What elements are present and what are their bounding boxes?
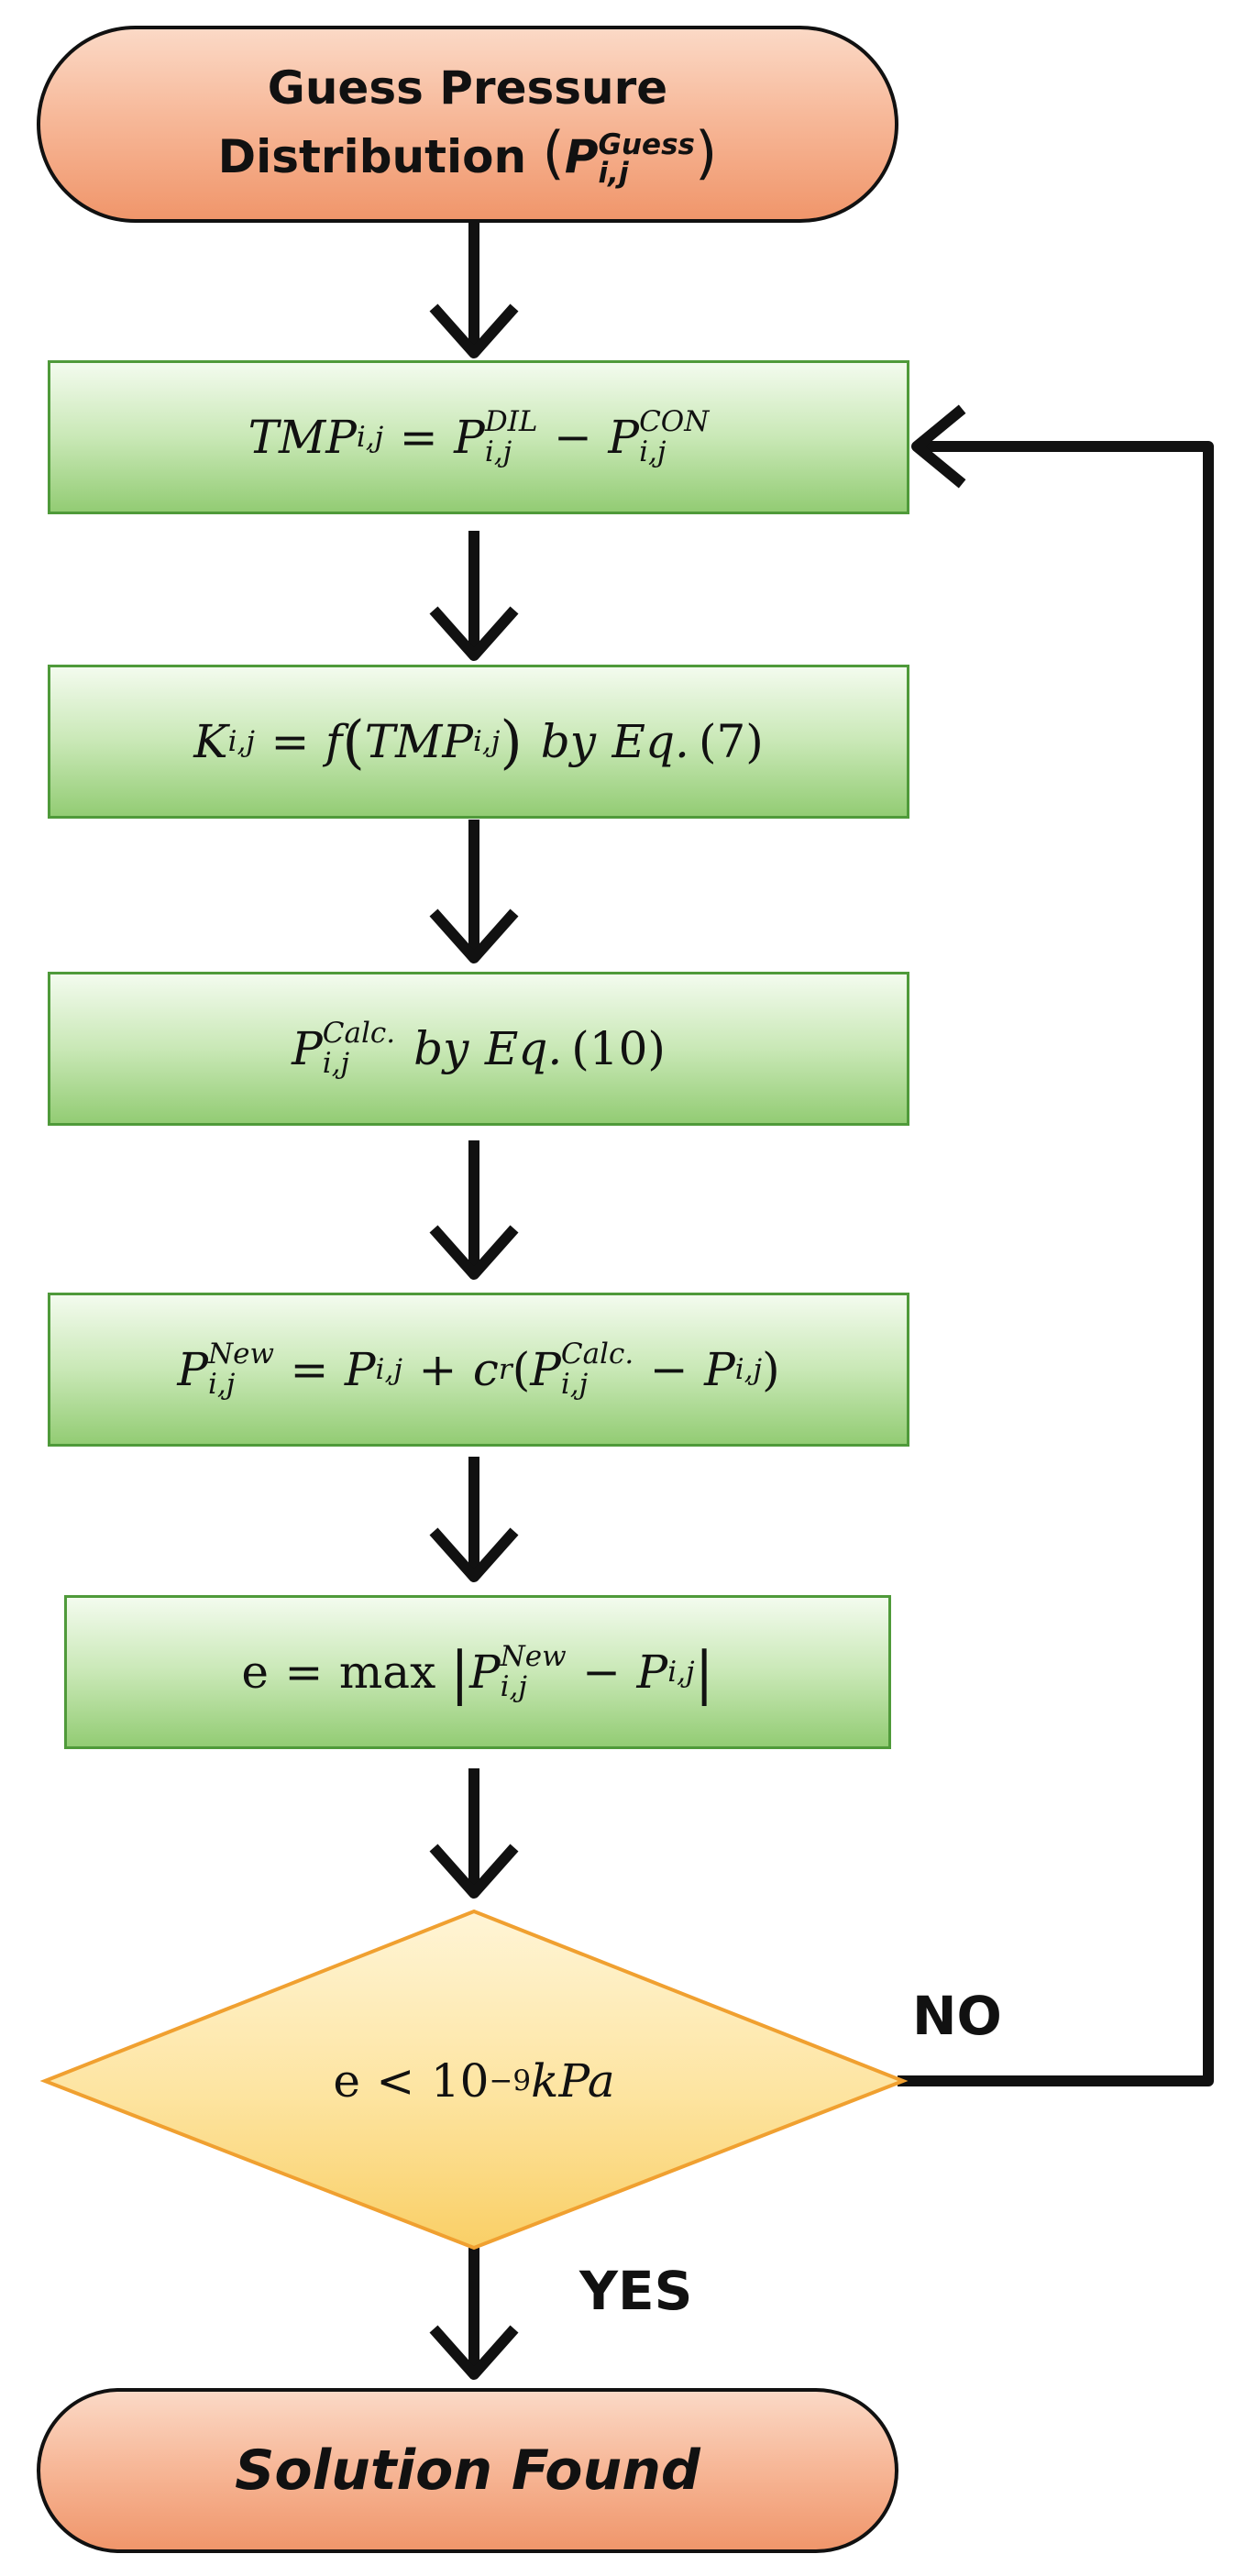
arrow-no-loop-head [911,404,966,489]
arrow-box2-head [429,606,519,661]
arrow-no-loop [898,441,1214,2086]
arrow-box1-head [429,303,519,358]
label-yes: YES [579,2260,693,2322]
arrow-box4-head [429,1225,519,1280]
decision-diamond [39,1909,909,2251]
arrow-box3-head [429,908,519,963]
label-no: NO [912,1985,1002,2047]
arrow-box5-head [429,1527,519,1582]
arrow-end-head [429,2325,519,2380]
start-line2: Distribution [217,129,527,183]
end-text: Solution Found [235,2438,700,2503]
end-terminator: Solution Found [37,2388,898,2553]
start-line1: Guess Pressure [267,61,668,116]
arrow-decision-head [429,1844,519,1899]
